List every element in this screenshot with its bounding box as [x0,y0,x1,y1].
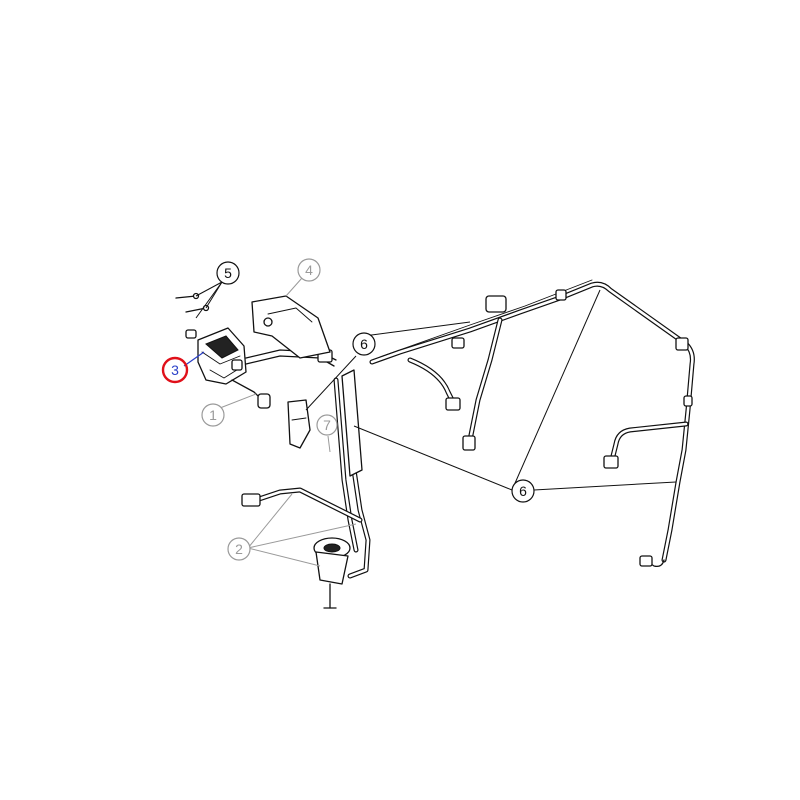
highlight-ring [161,356,189,384]
leader-lines [183,277,677,567]
callout-6-upper[interactable]: 6 [352,332,376,356]
end-connector [639,555,653,567]
harness-bracket [341,369,363,477]
callout-4[interactable]: 4 [297,258,321,282]
right-branch-connector [603,455,619,469]
callout-label: 2 [235,541,243,557]
control-module [185,327,247,385]
drop-connector [462,435,476,451]
screws [175,292,210,313]
harness-clip [451,337,465,349]
callout-label: 4 [305,262,313,278]
mounting-bracket [251,295,331,359]
sensor [231,379,271,409]
callout-label: 1 [209,407,217,423]
wiring-harness [241,279,695,579]
callout-label: 7 [323,417,331,433]
callout-2[interactable]: 2 [227,537,251,561]
harness-clip [675,337,689,351]
callout-5[interactable]: 5 [216,261,240,285]
lower-left-connector [241,493,261,507]
callout-label: 5 [224,265,232,281]
callout-1[interactable]: 1 [201,403,225,427]
callout-label: 6 [360,336,368,352]
callout-3[interactable]: 3 [161,356,189,384]
small-bracket [287,399,311,449]
loop-connector [445,397,461,411]
callout-label: 6 [519,483,527,499]
callout-7[interactable]: 7 [316,414,338,436]
callout-label: 3 [171,362,179,378]
callout-6-lower[interactable]: 6 [511,479,535,503]
pump-assembly [313,537,351,609]
harness-clip [485,295,507,313]
harness-clip [683,395,693,407]
harness-clip [555,289,567,301]
